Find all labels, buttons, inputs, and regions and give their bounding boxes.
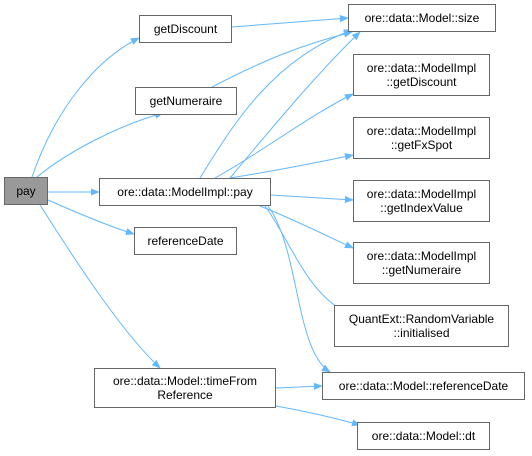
node-modelimpl-get-discount-label-2: ::getDiscount	[386, 75, 457, 89]
node-model-time-from-reference[interactable]: ore::data::Model::timeFrom Reference	[94, 368, 276, 408]
edge-get-discount-to-model-size	[231, 15, 349, 28]
edge-get-numeraire-to-model-size	[211, 30, 353, 88]
edge-pay-to-get-numeraire	[36, 111, 164, 178]
edge-modelimpl-pay-to-get-fx-spot	[229, 153, 354, 179]
node-pay: pay	[4, 177, 48, 205]
edge-modelimpl-pay-to-rv-initialised	[264, 205, 346, 313]
node-modelimpl-get-numeraire[interactable]: ore::data::ModelImpl ::getNumeraire	[353, 242, 490, 284]
node-get-discount[interactable]: getDiscount	[139, 15, 232, 43]
node-get-numeraire[interactable]: getNumeraire	[135, 87, 237, 115]
edge-modelimpl-pay-to-get-index-value	[270, 194, 354, 204]
node-random-variable-initialised-label-1: QuantExt::RandomVariable	[348, 312, 495, 326]
node-model-size[interactable]: ore::data::Model::size	[348, 4, 496, 32]
node-modelimpl-pay[interactable]: ore::data::ModelImpl::pay	[99, 178, 271, 206]
node-reference-date-label: referenceDate	[147, 234, 224, 248]
edge-pay-to-get-discount	[31, 37, 140, 178]
node-model-time-from-reference-label-2: Reference	[157, 388, 213, 402]
node-modelimpl-get-index-value[interactable]: ore::data::ModelImpl ::getIndexValue	[353, 180, 490, 222]
node-pay-label: pay	[16, 184, 36, 198]
node-modelimpl-get-fx-spot-label-2: ::getFxSpot	[390, 138, 453, 152]
node-modelimpl-get-numeraire-label-2: ::getNumeraire	[381, 263, 462, 277]
node-modelimpl-get-numeraire-label-1: ore::data::ModelImpl	[366, 249, 477, 263]
edge-modelimpl-pay-to-get-numeraire	[259, 205, 354, 249]
node-model-time-from-reference-label-1: ore::data::Model::timeFrom	[112, 374, 258, 388]
node-get-discount-label: getDiscount	[153, 22, 218, 36]
edge-modelimpl-pay-to-model-size-a	[199, 29, 353, 179]
edge-modelimpl-pay-to-model-ref-date	[267, 205, 331, 373]
node-modelimpl-get-index-value-label-1: ore::data::ModelImpl	[366, 187, 477, 201]
node-reference-date[interactable]: referenceDate	[134, 227, 237, 255]
edge-time-from-reference-to-model-dt	[275, 405, 361, 427]
node-model-reference-date-label: ore::data::Model::referenceDate	[338, 379, 509, 393]
node-model-size-label: ore::data::Model::size	[364, 11, 480, 25]
node-modelimpl-pay-label: ore::data::ModelImpl::pay	[117, 185, 253, 199]
node-model-reference-date[interactable]: ore::data::Model::referenceDate	[322, 372, 525, 400]
node-modelimpl-get-discount-label-1: ore::data::ModelImpl	[366, 61, 477, 75]
edge-time-from-reference-to-model-ref-date	[275, 382, 323, 390]
edge-pay-to-reference-date	[47, 199, 135, 236]
node-random-variable-initialised[interactable]: QuantExt::RandomVariable ::initialised	[334, 305, 509, 347]
node-model-dt-label: ore::data::Model::dt	[371, 429, 476, 443]
node-modelimpl-get-index-value-label-2: ::getIndexValue	[380, 201, 463, 215]
node-modelimpl-get-discount[interactable]: ore::data::ModelImpl ::getDiscount	[353, 54, 490, 96]
edge-modelimpl-pay-to-get-discount	[214, 93, 354, 179]
node-get-numeraire-label: getNumeraire	[149, 94, 223, 108]
node-random-variable-initialised-label-2: ::initialised	[393, 326, 450, 340]
node-modelimpl-get-fx-spot-label-1: ore::data::ModelImpl	[366, 124, 477, 138]
edge-pay-to-time-from-reference	[39, 204, 161, 369]
node-modelimpl-get-fx-spot[interactable]: ore::data::ModelImpl ::getFxSpot	[353, 117, 490, 159]
node-model-dt[interactable]: ore::data::Model::dt	[357, 422, 490, 450]
